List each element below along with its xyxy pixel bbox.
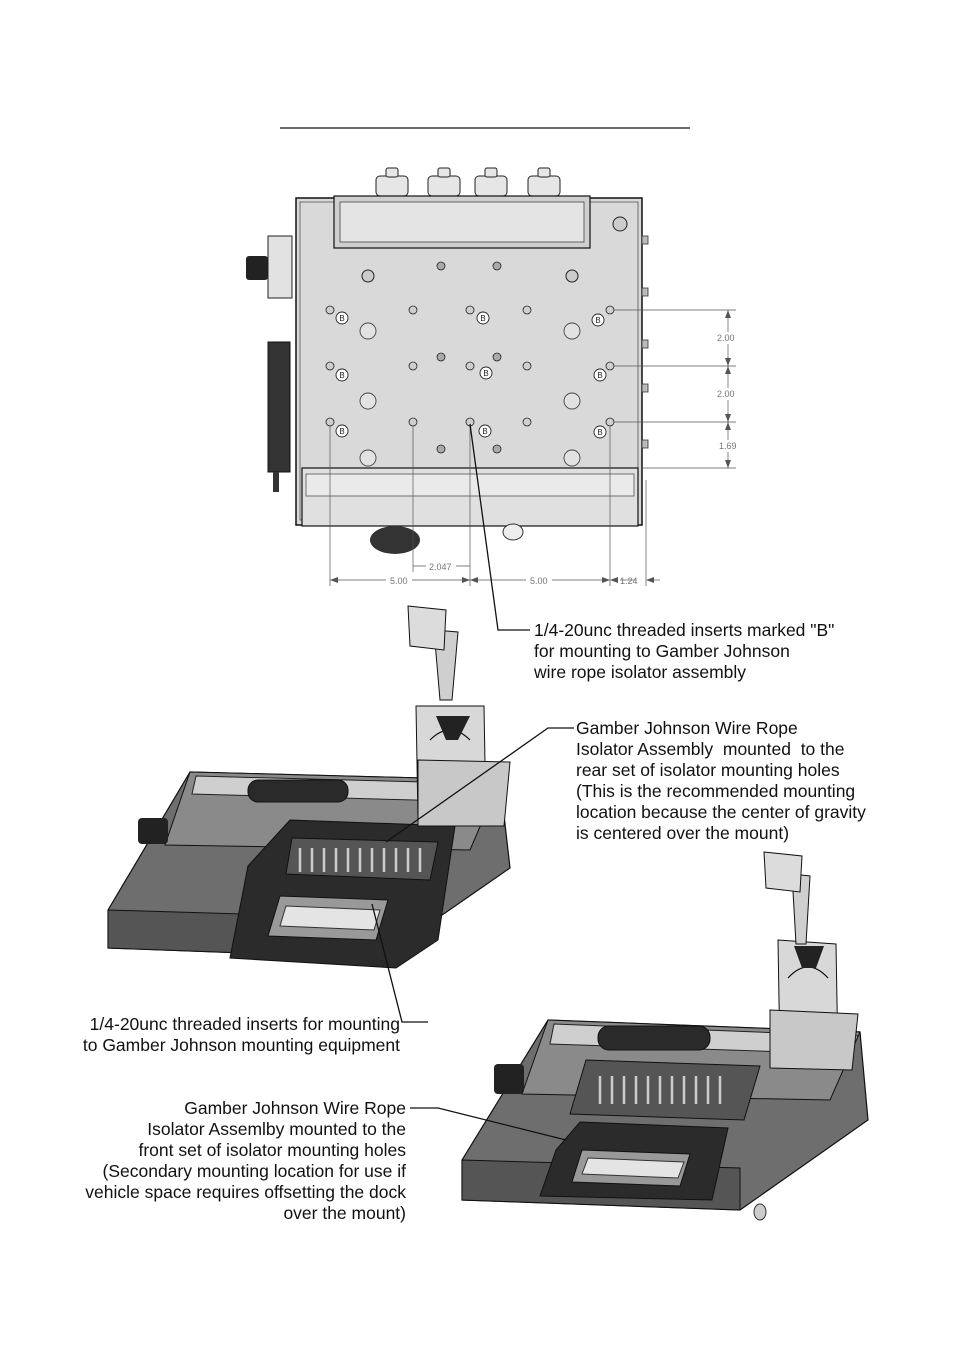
annotation-line: rear set of isolator mounting holes <box>576 760 840 780</box>
annotation-line: is centered over the mount) <box>576 823 790 843</box>
annotation-line: Gamber Johnson Wire Rope <box>576 718 798 738</box>
b-marker-label: B <box>597 428 602 437</box>
annotation-threaded-inserts-b: 1/4-20unc threaded inserts marked "B"for… <box>534 620 834 683</box>
annotation-line: location because the center of gravity <box>576 802 866 822</box>
dim-vertical-2: 2.00 <box>717 389 735 399</box>
leader-lines <box>371 423 574 1141</box>
b-marker-label: B <box>482 427 487 436</box>
b-marker-label: B <box>595 316 600 325</box>
annotation-line: Gamber Johnson Wire Rope <box>184 1098 406 1118</box>
b-marker-label: B <box>597 371 602 380</box>
annotation-line: Isolator Assemlby mounted to the <box>147 1119 406 1139</box>
annotation-line: over the mount) <box>283 1203 406 1223</box>
b-insert-markers <box>335 311 607 439</box>
dim-horizontal-1: 5.00 <box>390 576 408 586</box>
b-marker-label: B <box>483 369 488 378</box>
annotation-line: (Secondary mounting location for use if <box>102 1161 407 1181</box>
dimension-labels: 2.00 2.00 1.69 5.00 2.047 5.00 1.24 <box>386 332 742 586</box>
annotation-line: for mounting to Gamber Johnson <box>534 641 790 661</box>
b-marker-label: B <box>339 427 344 436</box>
b-marker-label: B <box>480 314 485 323</box>
dim-horizontal-4: 1.24 <box>620 576 638 586</box>
dock-top-view: B B B B B B B B B <box>246 167 649 554</box>
dim-vertical-1: 2.00 <box>717 333 735 343</box>
dim-horizontal-2: 2.047 <box>429 562 452 572</box>
dimension-arrows <box>330 310 731 583</box>
annotation-line: (This is the recommended mounting <box>576 781 856 801</box>
annotation-line: vehicle space requires offsetting the do… <box>85 1182 406 1202</box>
dock-iso-view-front <box>461 851 869 1221</box>
annotation-line: 1/4-20unc threaded inserts marked "B" <box>534 620 835 640</box>
annotation-line: to Gamber Johnson mounting equipment <box>82 1035 400 1055</box>
annotation-line: Isolator Assembly mounted to the <box>576 739 845 759</box>
b-marker-label: B <box>339 371 344 380</box>
dock-iso-view-rear <box>107 605 511 969</box>
top-connectors <box>375 167 561 197</box>
b-marker-label: B <box>339 314 344 323</box>
annotation-line: front set of isolator mounting holes <box>138 1140 406 1160</box>
dim-horizontal-3: 5.00 <box>530 576 548 586</box>
annotation-line: 1/4-20unc threaded inserts for mounting <box>89 1014 400 1034</box>
annotation-line: wire rope isolator assembly <box>534 662 747 682</box>
b-insert-labels: B B B B B B B B B <box>339 314 602 437</box>
dim-vertical-3: 1.69 <box>719 441 737 451</box>
